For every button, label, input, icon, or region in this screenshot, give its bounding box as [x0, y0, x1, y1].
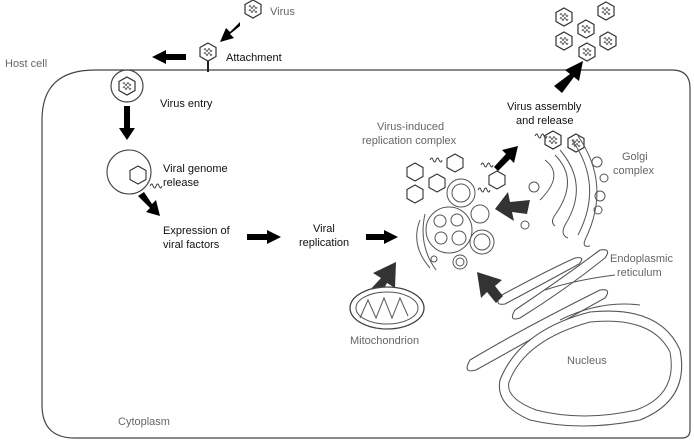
vesicle-medium	[470, 204, 490, 224]
arrow-golgi-to-complex	[495, 192, 530, 221]
label-golgi-2: complex	[613, 165, 654, 177]
vesicle-small	[450, 213, 464, 227]
replication-vesicle	[446, 178, 476, 208]
label-viral-replication-1: Viral	[313, 223, 335, 235]
host-cell-membrane	[41, 69, 691, 439]
released-virus-icon	[555, 31, 573, 51]
label-mitochondrion: Mitochondrion	[350, 335, 419, 347]
released-virus-icon	[555, 7, 573, 27]
label-expression-1: Expression of	[163, 225, 231, 237]
viral-rna-icon	[429, 157, 443, 163]
empty-capsid-icon	[129, 165, 147, 185]
virus-particle-icon	[244, 0, 262, 19]
label-assembly-1: Virus assembly	[507, 101, 582, 113]
vesicle-small	[433, 214, 447, 228]
label-cytoplasm: Cytoplasm	[118, 416, 170, 428]
assembled-virus-icon	[544, 130, 562, 150]
golgi-complex	[520, 135, 609, 247]
arrow-entry-to-release	[119, 106, 135, 140]
vesicle-double	[469, 229, 495, 255]
assembled-virus-icon	[567, 133, 585, 153]
released-virus-icon	[597, 1, 615, 21]
capsid-icon	[406, 184, 424, 204]
arrow-expression-to-replication	[247, 230, 281, 244]
capsid-icon	[406, 162, 424, 182]
er-fragment	[422, 213, 437, 271]
label-nucleus: Nucleus	[567, 355, 607, 367]
vesicle-small	[451, 230, 467, 246]
entry-virus-icon	[118, 76, 136, 96]
label-virus-entry: Virus entry	[160, 98, 213, 110]
capsid-icon	[488, 170, 506, 190]
vesicle-double-inner	[473, 233, 491, 251]
arrow-release-to-expression	[138, 192, 160, 216]
label-host-cell: Host cell	[5, 58, 47, 70]
endoplasmic-reticulum	[466, 249, 641, 372]
label-er-1: Endoplasmic	[610, 253, 673, 265]
label-replication-complex-1: Virus-induced	[377, 121, 444, 133]
capsid-icon	[428, 173, 446, 193]
viral-rna-icon	[480, 162, 494, 168]
released-virus-icon	[577, 19, 595, 39]
label-assembly-2: and release	[516, 115, 574, 127]
arrow-assembly-to-release	[554, 61, 583, 93]
er-fragment	[416, 219, 431, 269]
released-virus-icon	[578, 42, 596, 62]
arrow-replication-to-complex	[366, 230, 398, 244]
label-genome-release-1: Viral genome	[163, 163, 228, 175]
replication-vesicle-large	[425, 206, 473, 254]
capsid-icon	[446, 153, 464, 173]
label-genome-release-2: release	[163, 177, 199, 189]
label-attachment: Attachment	[226, 52, 282, 64]
viral-genome-icon	[149, 183, 163, 189]
replication-vesicle-inner	[451, 183, 471, 203]
released-virus-icon	[599, 31, 617, 51]
label-expression-2: viral factors	[163, 239, 220, 251]
vesicle-double	[452, 254, 468, 270]
arrow-virus-to-attachment	[220, 22, 240, 42]
vesicle-small	[434, 231, 448, 245]
label-viral-replication-2: replication	[299, 237, 349, 249]
arrow-er-to-complex	[477, 272, 503, 303]
mitochondrion	[349, 286, 425, 330]
attached-virus-icon	[199, 42, 217, 62]
vesicle-tiny	[430, 255, 438, 263]
arrow-attachment-to-entry	[152, 50, 186, 64]
label-er-2: reticulum	[617, 267, 662, 279]
arrow-complex-to-assembly	[494, 146, 518, 171]
viral-rna-icon	[477, 187, 491, 193]
label-golgi-1: Golgi	[622, 151, 648, 163]
nucleus	[498, 310, 683, 427]
label-replication-complex-2: replication complex	[362, 135, 457, 147]
vesicle-double-inner	[455, 257, 465, 267]
label-virus: Virus	[270, 6, 295, 18]
